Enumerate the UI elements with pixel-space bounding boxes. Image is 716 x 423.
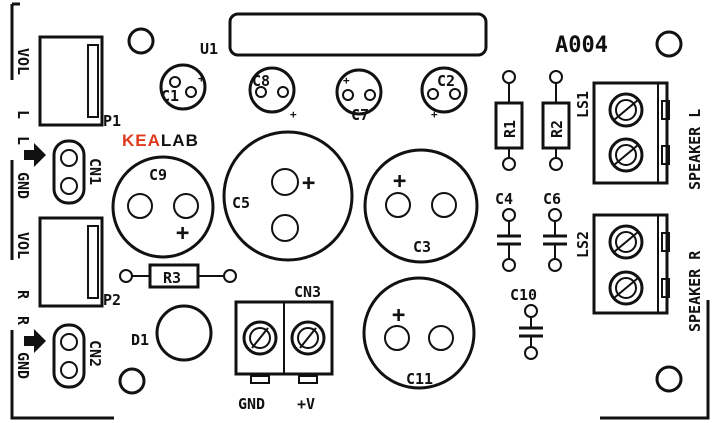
c7-label: C7 bbox=[351, 106, 369, 124]
svg-text:+: + bbox=[290, 108, 297, 121]
p2-connector: P2 bbox=[38, 216, 121, 309]
cn1-connector: CN1 bbox=[52, 139, 104, 205]
cn3-label: CN3 bbox=[294, 283, 321, 301]
c11-footprint: + C11 bbox=[362, 276, 476, 390]
p1-connector: P1 bbox=[38, 35, 121, 130]
svg-text:+: + bbox=[302, 171, 315, 196]
vol-r-label: VOL R R bbox=[14, 232, 32, 326]
r2-label: R2 bbox=[548, 120, 566, 138]
mounting-hole-top-right bbox=[655, 30, 683, 58]
svg-text:+: + bbox=[343, 74, 350, 87]
svg-text:+: + bbox=[198, 72, 205, 85]
r1-label: R1 bbox=[501, 120, 519, 138]
board-corner-brackets bbox=[10, 2, 710, 420]
speaker-r-label: SPEAKER R bbox=[686, 250, 704, 332]
r3-footprint: R3 bbox=[119, 263, 237, 289]
p1-label: P1 bbox=[103, 112, 121, 130]
mounting-hole-bottom-right bbox=[655, 365, 683, 393]
c4-footprint: C4 bbox=[495, 190, 521, 272]
svg-text:VOL: VOL bbox=[14, 232, 32, 259]
mounting-holes bbox=[118, 27, 683, 395]
c6-footprint: C6 bbox=[543, 190, 567, 272]
svg-text:L: L bbox=[14, 110, 32, 119]
vol-l-label: VOL L L bbox=[14, 48, 32, 145]
c9-footprint: + C9 bbox=[111, 155, 215, 259]
c7-footprint: + C7 bbox=[335, 68, 383, 124]
c10-footprint: C10 bbox=[510, 286, 543, 360]
c8-label: C8 bbox=[252, 72, 270, 90]
r1-footprint: R1 bbox=[494, 70, 524, 171]
cn3-gnd-label: GND bbox=[238, 395, 265, 413]
ls1-terminal-block: LS1 SPEAKER L bbox=[574, 81, 704, 190]
c3-footprint: + C3 bbox=[363, 148, 479, 264]
l-arrow-icon bbox=[24, 143, 46, 167]
speaker-l-label: SPEAKER L bbox=[686, 109, 704, 190]
gnd-label-1: GND bbox=[14, 172, 32, 199]
c9-label: C9 bbox=[149, 166, 167, 184]
c1-label: C1 bbox=[161, 87, 179, 105]
c10-label: C10 bbox=[510, 286, 537, 304]
svg-text:+: + bbox=[176, 221, 189, 246]
c2-label: C2 bbox=[437, 72, 455, 90]
svg-text:R: R bbox=[14, 290, 32, 300]
c4-label: C4 bbox=[495, 190, 513, 208]
u1-footprint: U1 bbox=[200, 12, 488, 58]
c6-label: C6 bbox=[543, 190, 561, 208]
c3-label: C3 bbox=[413, 238, 431, 256]
svg-text:VOL: VOL bbox=[14, 48, 32, 75]
c5-label: C5 bbox=[232, 194, 250, 212]
mounting-hole-bottom-left bbox=[118, 367, 146, 395]
c5-footprint: + C5 bbox=[222, 130, 354, 262]
cn2-connector: CN2 bbox=[52, 323, 104, 389]
c2-footprint: + C2 bbox=[420, 66, 468, 121]
cn2-label: CN2 bbox=[86, 340, 104, 367]
r3-label: R3 bbox=[163, 269, 181, 287]
c11-label: C11 bbox=[406, 370, 433, 388]
gnd-label-2: GND bbox=[14, 352, 32, 379]
c8-footprint: + C8 bbox=[248, 66, 297, 121]
cn3-plus-v-label: +V bbox=[297, 395, 315, 413]
c1-footprint: + C1 bbox=[159, 63, 207, 111]
svg-text:+: + bbox=[431, 108, 438, 121]
ls2-label: LS2 bbox=[574, 231, 592, 258]
mounting-hole-top-left bbox=[127, 27, 155, 55]
svg-text:+: + bbox=[392, 303, 405, 328]
cn3-terminal-block: CN3 GND +V bbox=[234, 283, 334, 413]
cn1-label: CN1 bbox=[86, 158, 104, 185]
kealab-logo: KEALAB bbox=[122, 131, 199, 150]
d1-footprint: D1 bbox=[131, 304, 213, 362]
d1-label: D1 bbox=[131, 331, 149, 349]
p2-label: P2 bbox=[103, 291, 121, 309]
ls2-terminal-block: LS2 SPEAKER R bbox=[574, 213, 704, 332]
r-arrow-icon bbox=[24, 329, 46, 353]
svg-text:+: + bbox=[393, 169, 406, 194]
r2-footprint: R2 bbox=[541, 70, 571, 171]
u1-label: U1 bbox=[200, 40, 218, 58]
ls1-label: LS1 bbox=[574, 91, 592, 118]
svg-text:L: L bbox=[14, 136, 32, 145]
svg-text:R: R bbox=[14, 316, 32, 326]
board-id: A004 bbox=[555, 33, 608, 58]
